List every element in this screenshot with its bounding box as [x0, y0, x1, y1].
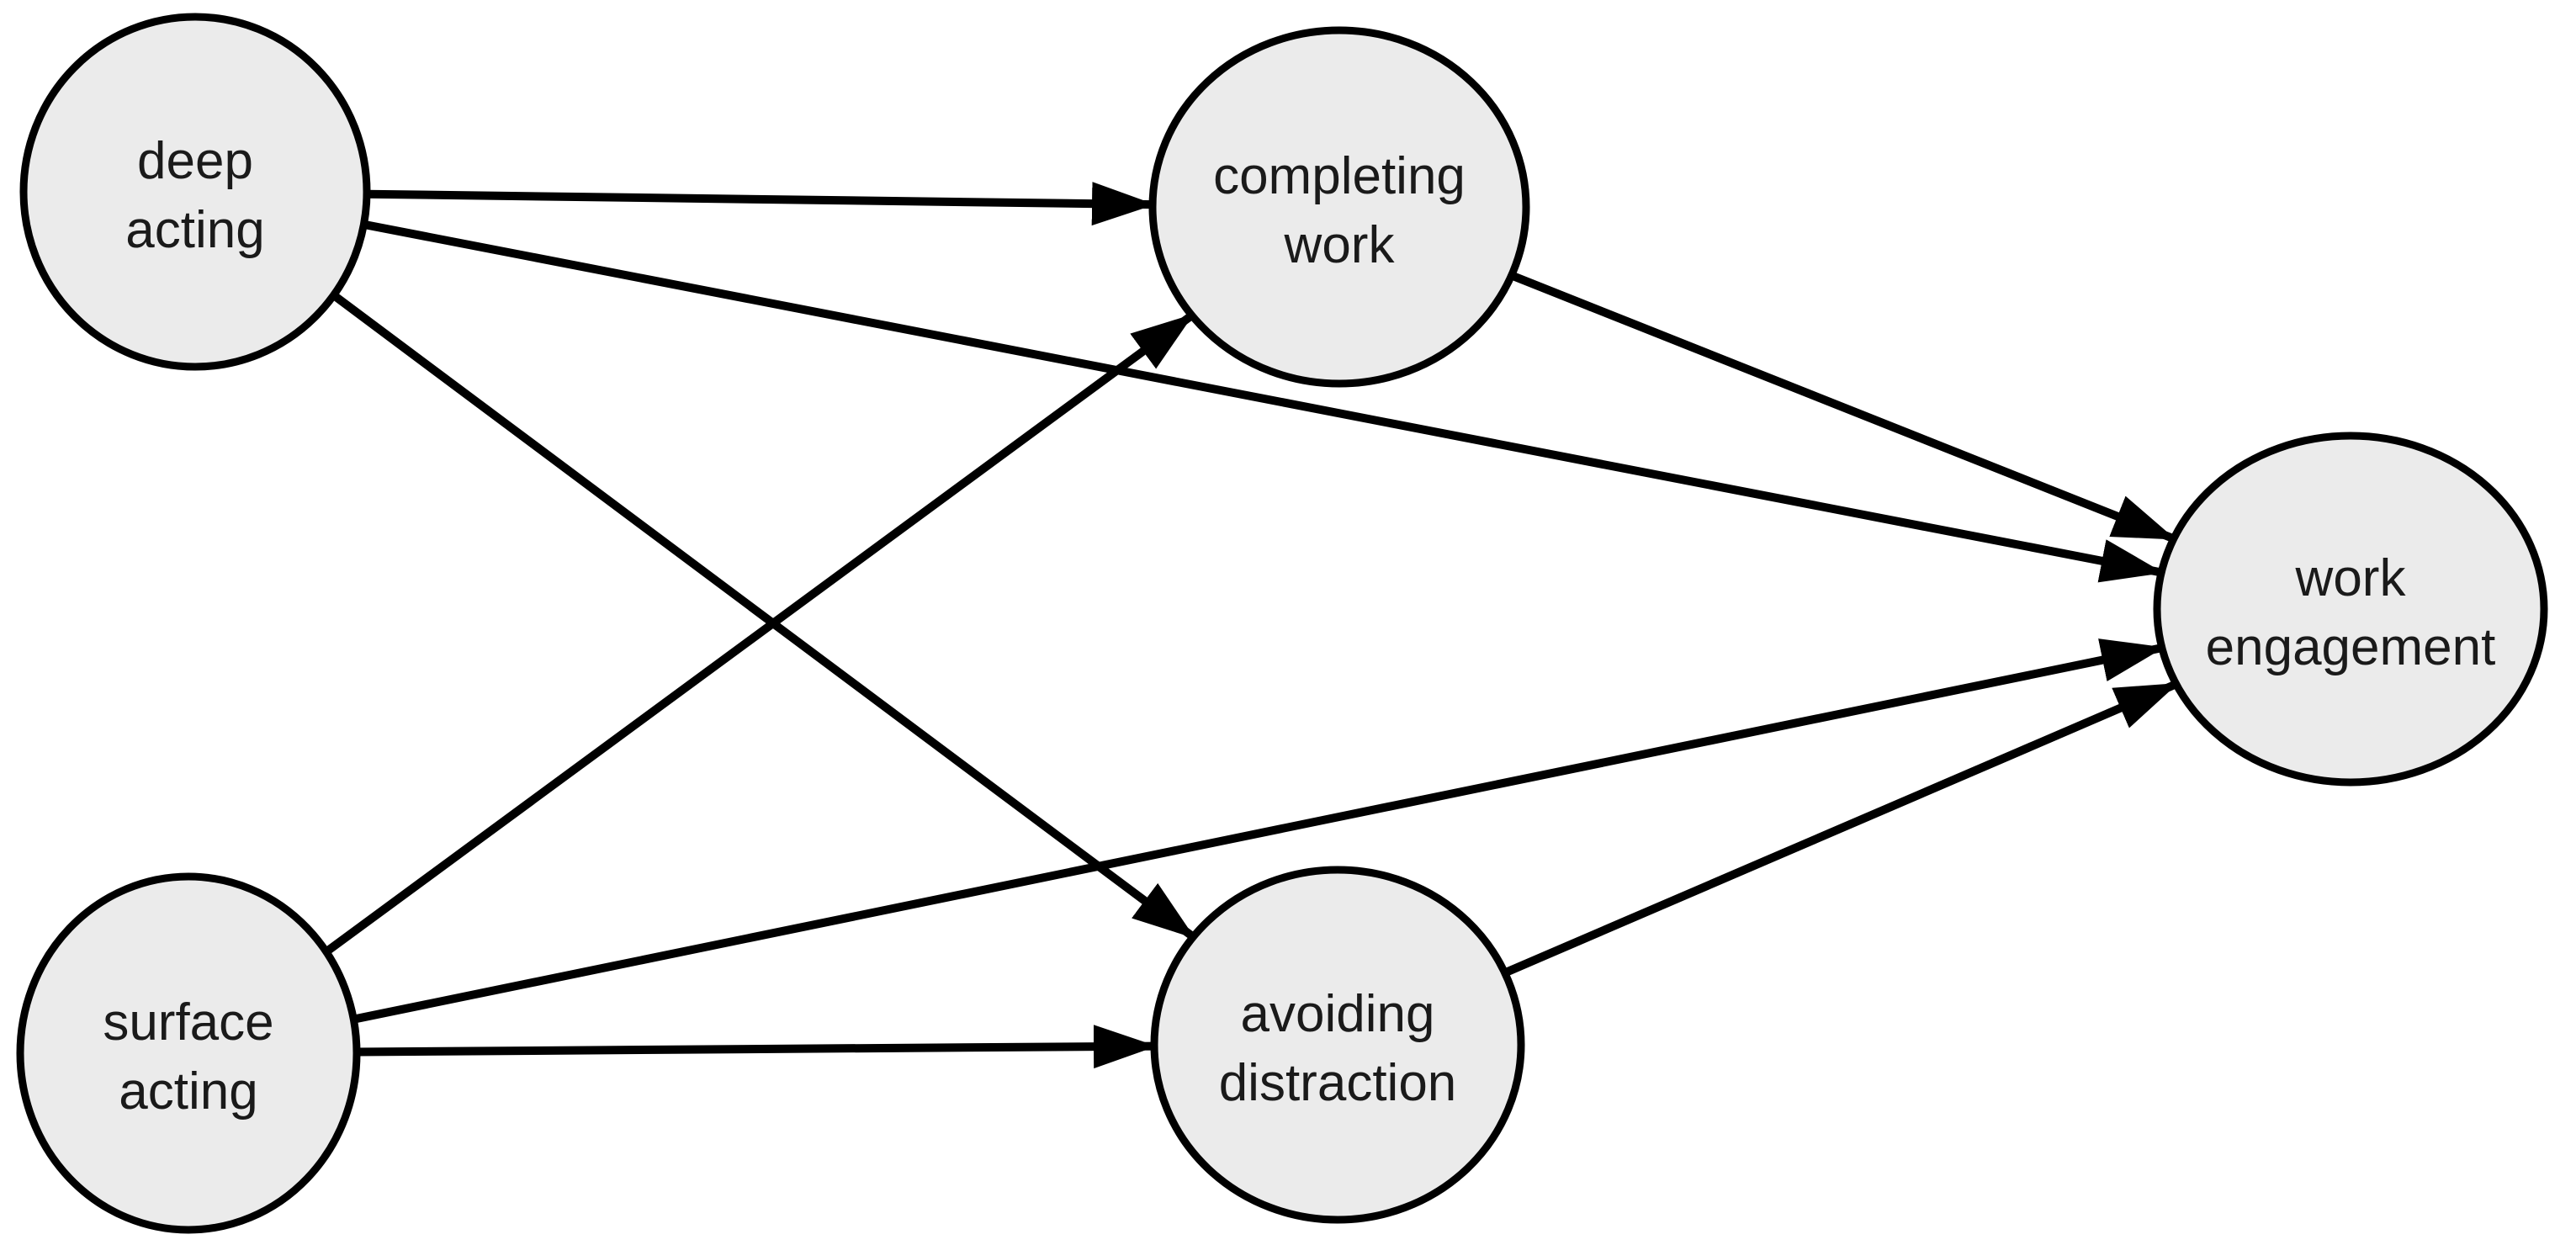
node-deep-acting-circle — [19, 13, 371, 371]
node-avoiding-distraction-label-line-2: distraction — [1219, 1054, 1457, 1112]
node-surface-acting-circle — [16, 872, 361, 1234]
edge-completing-work-to-work-engagement — [1509, 271, 2176, 543]
edge-deep-acting-to-avoiding-distraction — [331, 291, 1196, 940]
node-deep-acting-label-line-2: acting — [125, 201, 264, 259]
edge-surface-acting-to-avoiding-distraction — [356, 1025, 1157, 1069]
node-surface-acting-label-line-1: surface — [103, 993, 273, 1052]
node-avoiding-distraction-label-line-1: avoiding — [1241, 985, 1435, 1043]
node-work-engagement-circle — [2153, 432, 2548, 787]
edge-deep-acting-to-completing-work — [366, 182, 1155, 226]
node-surface-acting-label: surface acting — [103, 993, 273, 1120]
edge-avoiding-distraction-to-work-engagement — [1503, 680, 2179, 977]
node-work-engagement-label-line-2: engagement — [2206, 618, 2496, 676]
edge-layer — [323, 182, 2179, 1069]
node-avoiding-distraction-label: avoiding distraction — [1219, 985, 1457, 1112]
node-avoiding-distraction: avoiding distraction — [1150, 866, 1525, 1224]
node-surface-acting-label-line-2: acting — [119, 1062, 257, 1120]
node-completing-work-label-line-2: work — [1284, 216, 1396, 274]
node-completing-work-label-line-1: completing — [1213, 147, 1466, 205]
node-completing-work: completing work — [1148, 26, 1530, 388]
edge-surface-acting-to-work-engagement — [352, 638, 2165, 1024]
node-layer: deep acting completing work surface acting avo… — [16, 13, 2548, 1234]
node-deep-acting-label-line-1: deep — [137, 132, 253, 190]
node-avoiding-distraction-circle — [1150, 866, 1525, 1224]
node-completing-work-label: completing work — [1213, 147, 1466, 274]
node-deep-acting: deep acting — [19, 13, 371, 371]
edge-deep-acting-to-work-engagement — [363, 220, 2165, 583]
node-work-engagement: work engagement — [2153, 432, 2548, 787]
node-work-engagement-label: work engagement — [2206, 549, 2496, 676]
node-work-engagement-label-line-1: work — [2295, 549, 2407, 607]
edge-surface-acting-to-completing-work — [323, 311, 1195, 956]
node-surface-acting: surface acting — [16, 872, 361, 1234]
node-completing-work-circle — [1148, 26, 1530, 388]
node-deep-acting-label: deep acting — [125, 132, 264, 259]
